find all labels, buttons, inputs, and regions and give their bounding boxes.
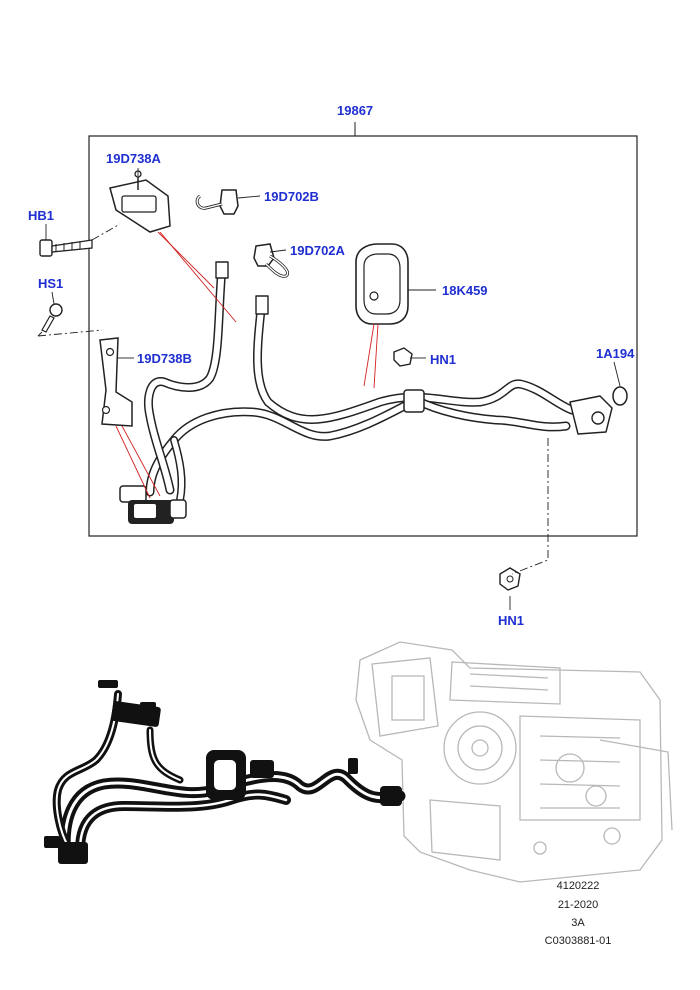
nut-hn1-outer [499,567,521,591]
sensor-bracket-19d738a [109,170,171,233]
callout-19d738a: 19D738A [106,151,161,166]
callout-1a194: 1A194 [596,346,635,361]
callout-19d738b: 19D738B [137,351,192,366]
leader-lines [45,168,621,610]
red-leaders [115,231,379,499]
callout-19867: 19867 [337,103,374,118]
reference-date: 21-2020 [557,899,599,911]
callout-hn1-outer: HN1 [498,613,525,628]
hose-assembly [119,261,613,524]
callout-hn1-inner: HN1 [430,352,457,367]
installed-components [44,680,402,864]
screw-hs1 [41,303,63,333]
reference-section: 3A [571,917,585,929]
oring-1a194 [612,386,628,406]
callout-hs1: HS1 [38,276,64,291]
kit-outline [88,122,638,537]
callout-18k459: 18K459 [442,283,488,298]
valve-cap-19d702b [195,189,239,215]
hvac-unit-ghost [355,641,673,883]
nut-hn1-inner [393,347,413,367]
callout-19d702a: 19D702A [290,243,345,258]
callout-hb1: HB1 [28,208,55,223]
bolt-hb1 [39,239,93,257]
callout-19d702b: 19D702B [264,189,319,204]
reference-code: C0303881-01 [544,935,612,947]
alignment-lines [37,223,549,575]
bracket-19d738b [99,337,133,427]
valve-cap-19d702a [253,243,289,278]
installed-hose-assembly [52,690,406,864]
insulator-18k459 [355,243,409,325]
reference-id: 4120222 [556,880,600,892]
